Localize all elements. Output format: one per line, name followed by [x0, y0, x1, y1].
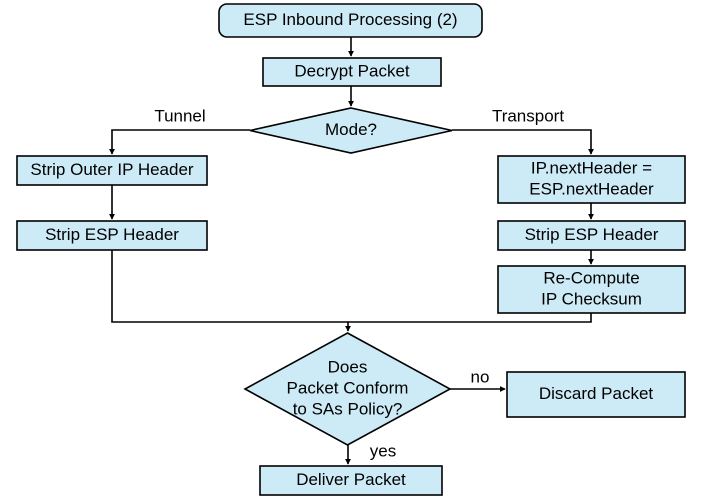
node-label-mode: Mode? — [325, 120, 377, 139]
node-label-strip-esp-right: Strip ESP Header — [525, 225, 659, 244]
node-label-discard: Discard Packet — [539, 384, 654, 403]
node-deliver[interactable]: Deliver Packet — [259, 465, 443, 496]
node-label-conform: Does — [328, 357, 368, 376]
node-label-strip-esp-left: Strip ESP Header — [45, 225, 179, 244]
node-label-recompute: IP Checksum — [541, 289, 642, 308]
node-shape-rectangle — [262, 57, 442, 87]
connector-left-merge — [111, 250, 351, 332]
node-next-header[interactable]: IP.nextHeader = ESP.nextHeader — [497, 155, 686, 204]
node-shape-diamond — [249, 107, 453, 154]
node-label-recompute: Re-Compute — [543, 268, 639, 287]
edge-label-label-yes: yes — [370, 441, 396, 460]
node-label-start: ESP Inbound Processing (2) — [243, 10, 457, 29]
node-label-deliver: Deliver Packet — [296, 470, 406, 489]
nodes-layer: ESP Inbound Processing (2) Decrypt Packet… — [16, 3, 686, 496]
node-shape-rectangle — [497, 220, 686, 251]
node-label-decrypt: Decrypt Packet — [294, 61, 410, 80]
edges-layer — [109, 37, 594, 465]
node-shape-rectangle — [16, 220, 208, 251]
node-strip-esp-right[interactable]: Strip ESP Header — [497, 220, 686, 251]
node-mode[interactable]: Mode? — [249, 107, 453, 154]
node-strip-outer-ip[interactable]: Strip Outer IP Header — [16, 155, 208, 186]
connector-mode-to-tunnel — [109, 129, 250, 155]
node-decrypt[interactable]: Decrypt Packet — [262, 57, 442, 87]
node-discard[interactable]: Discard Packet — [506, 371, 686, 418]
node-shape-rectangle — [259, 465, 443, 496]
node-strip-esp-left[interactable]: Strip ESP Header — [16, 220, 208, 251]
node-shape-rectangle — [16, 155, 208, 186]
node-label-next-header: ESP.nextHeader — [529, 179, 654, 198]
node-label-next-header: IP.nextHeader = — [531, 158, 652, 177]
edge-label-label-no: no — [471, 367, 490, 386]
connector-mode-to-transport — [452, 129, 594, 155]
edge-label-label-tunnel: Tunnel — [154, 106, 205, 125]
node-shape-rectangle — [497, 155, 686, 204]
edge-labels-layer: Tunnel Transport no yes — [154, 106, 564, 460]
node-start[interactable]: ESP Inbound Processing (2) — [218, 3, 483, 38]
node-label-conform: Packet Conform — [287, 378, 409, 397]
node-shape-rectangle — [497, 265, 686, 314]
node-recompute[interactable]: Re-Compute IP Checksum — [497, 265, 686, 314]
node-shape-diamond — [243, 332, 452, 446]
node-shape-rounded-rectangle — [218, 3, 483, 38]
node-label-conform: to SAs Policy? — [293, 399, 403, 418]
node-shape-rectangle — [506, 371, 686, 418]
node-label-strip-outer-ip: Strip Outer IP Header — [30, 160, 193, 179]
connector-right-merge — [348, 313, 592, 323]
edge-label-label-transport: Transport — [492, 106, 564, 125]
